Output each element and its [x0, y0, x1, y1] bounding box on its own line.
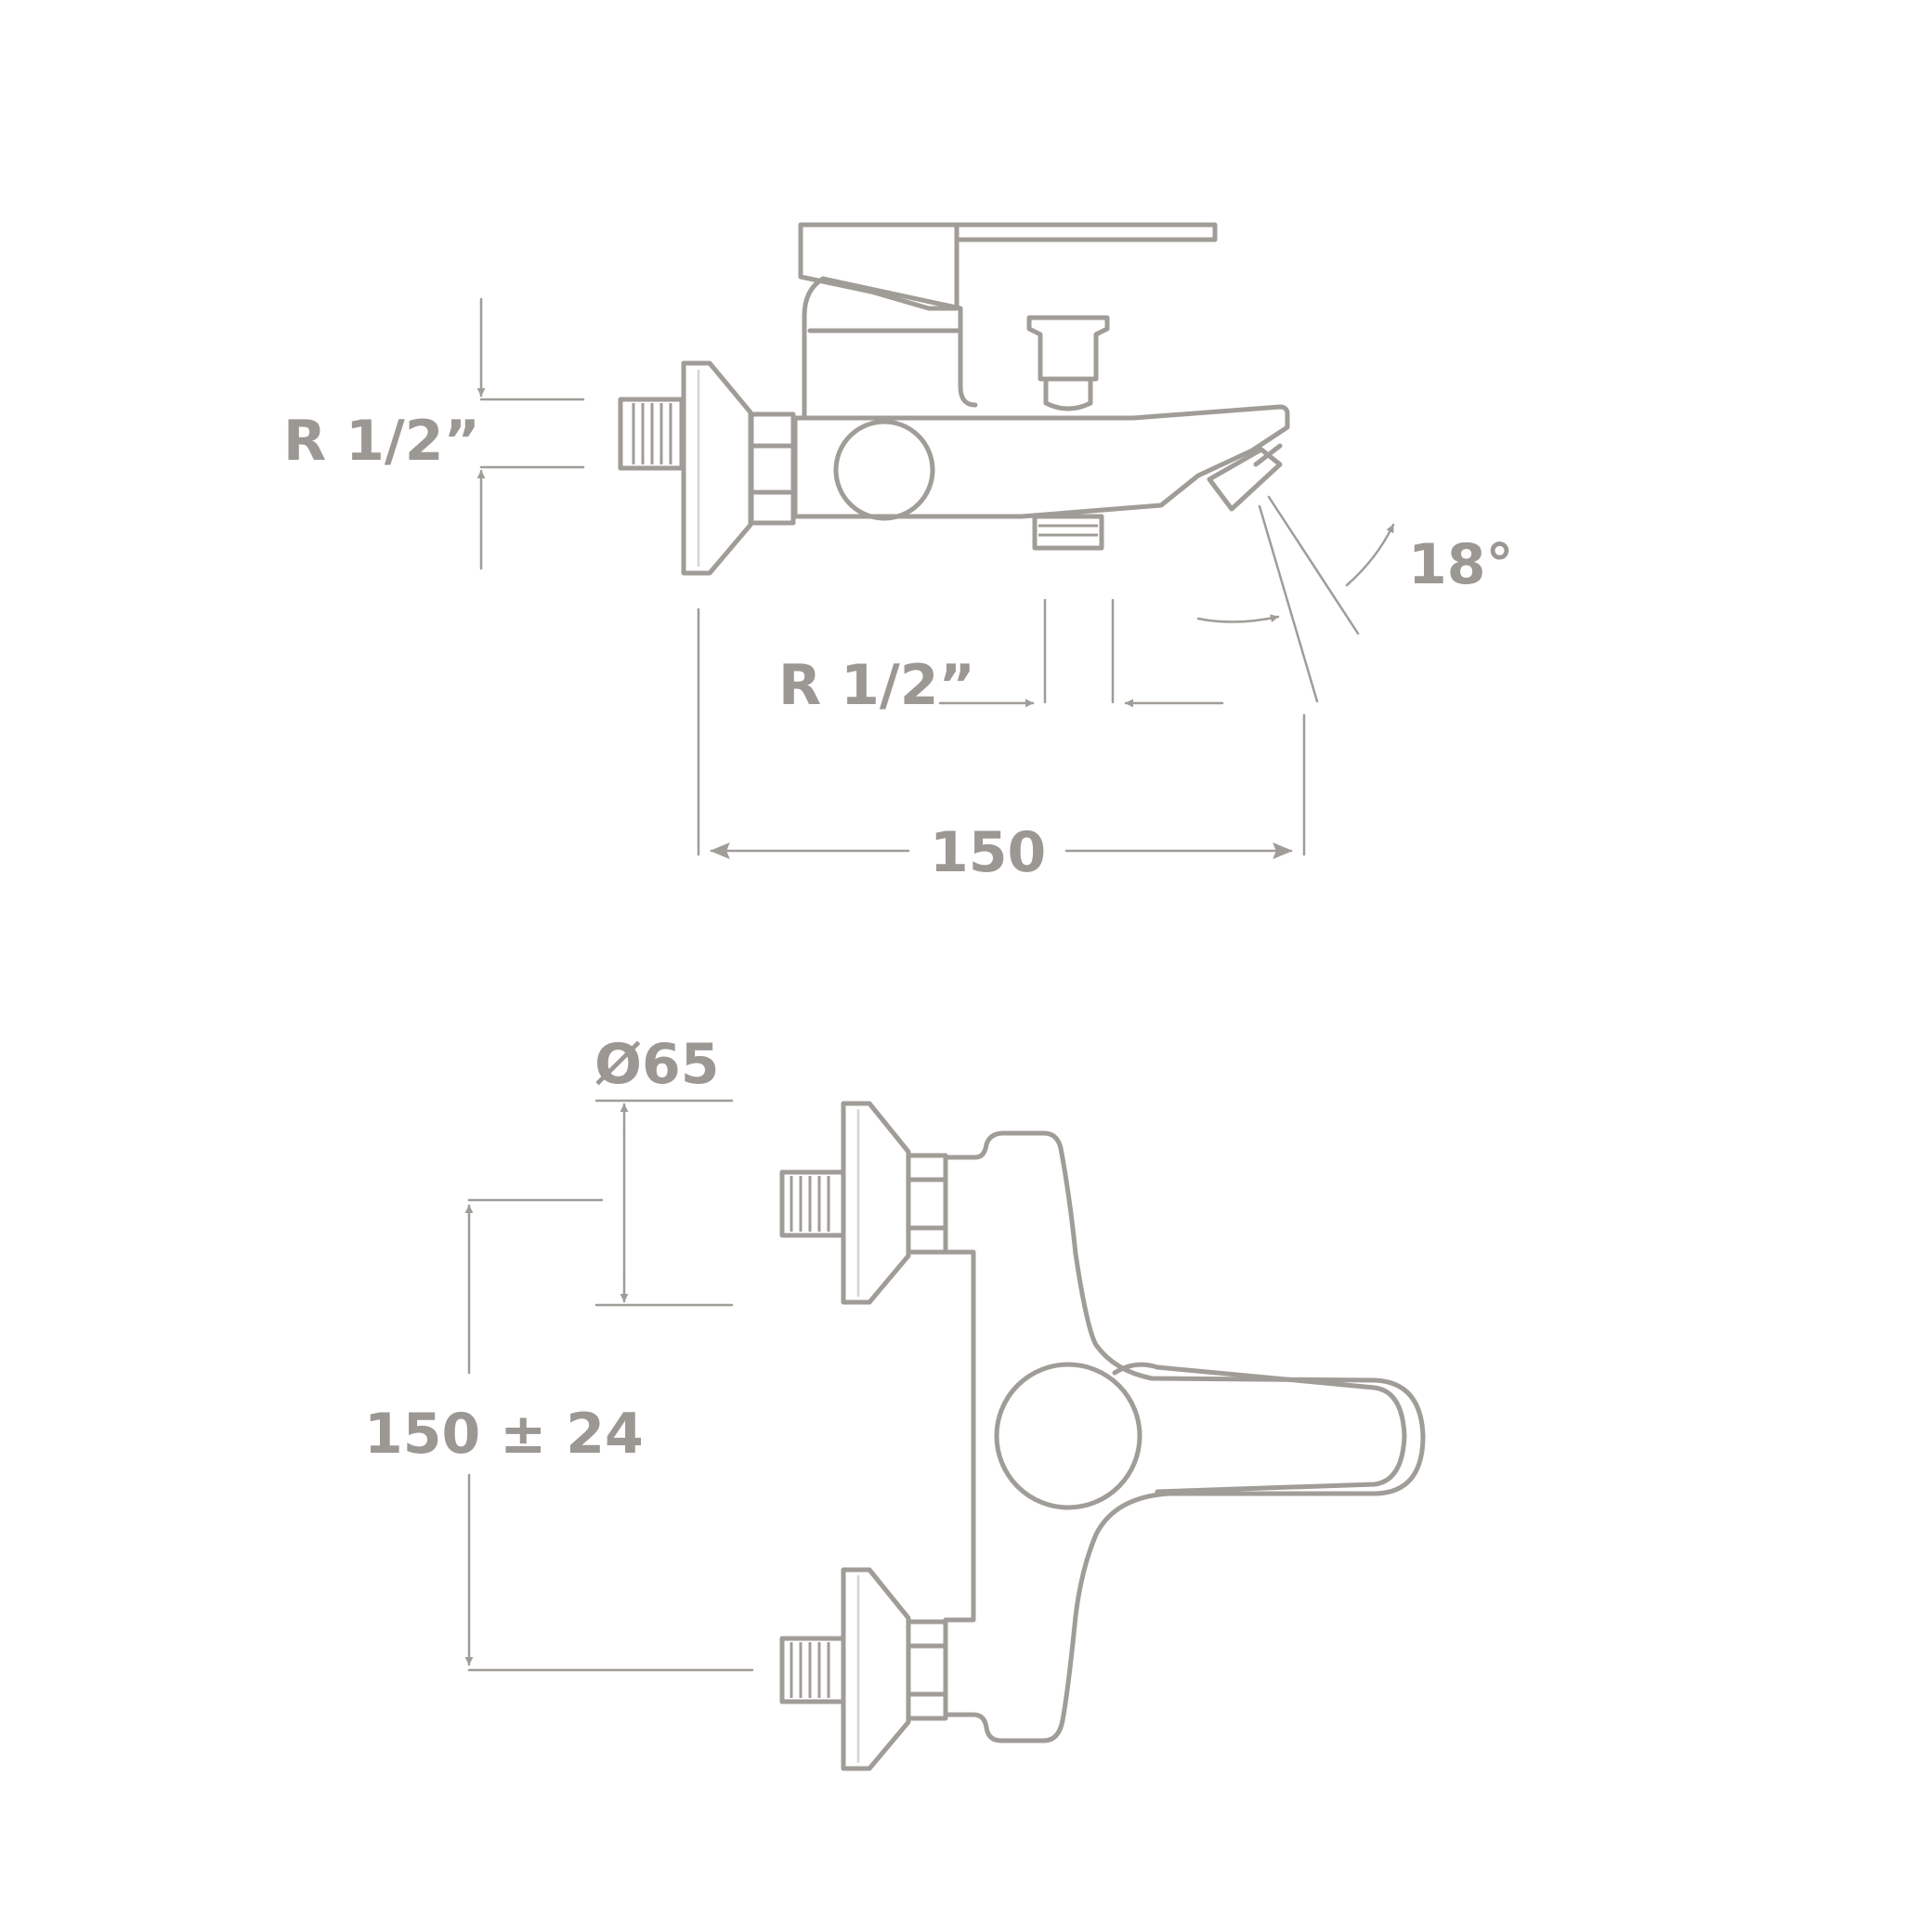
dim-overall-length: [697, 607, 1306, 859]
front-upper-inlet: [779, 1101, 948, 1305]
front-lower-inlet: [779, 1567, 948, 1771]
flange-diameter-label: Ø65: [594, 1032, 720, 1097]
dim-spout-angle: [1196, 495, 1395, 703]
outlet-thread-label: R 1/2”: [778, 653, 975, 718]
side-lever-handle: [798, 222, 1218, 311]
side-wall-flange: [681, 360, 753, 576]
side-mixer-body: [792, 404, 1290, 519]
dim-inlet-spacing: [464, 1198, 754, 1672]
side-cartridge-housing: [802, 276, 978, 421]
side-diverter-knob: [1026, 315, 1110, 411]
front-lever-handle: [994, 1362, 1407, 1510]
side-hex-nut: [749, 411, 796, 526]
side-view: R 1/2” R 1/2” 18° 150: [283, 222, 1514, 885]
side-spout-aerator: [1207, 447, 1283, 512]
spout-angle-label: 18°: [1408, 532, 1514, 597]
dim-inlet-thread: [476, 297, 585, 570]
overall-length-label: 150: [930, 820, 1046, 885]
front-mixer-body: [943, 1130, 1426, 1743]
dim-outlet-thread: [938, 598, 1224, 708]
side-outlet-nipple: [1032, 514, 1104, 551]
dim-flange-diameter: [594, 1099, 734, 1307]
side-inlet-nipple: [618, 397, 685, 471]
side-control-dial: [833, 419, 935, 521]
inlet-spacing-label: 150 ± 24: [364, 1402, 644, 1467]
front-view: Ø65 150 ± 24: [364, 1032, 1426, 1771]
inlet-thread-label: R 1/2”: [283, 409, 480, 474]
